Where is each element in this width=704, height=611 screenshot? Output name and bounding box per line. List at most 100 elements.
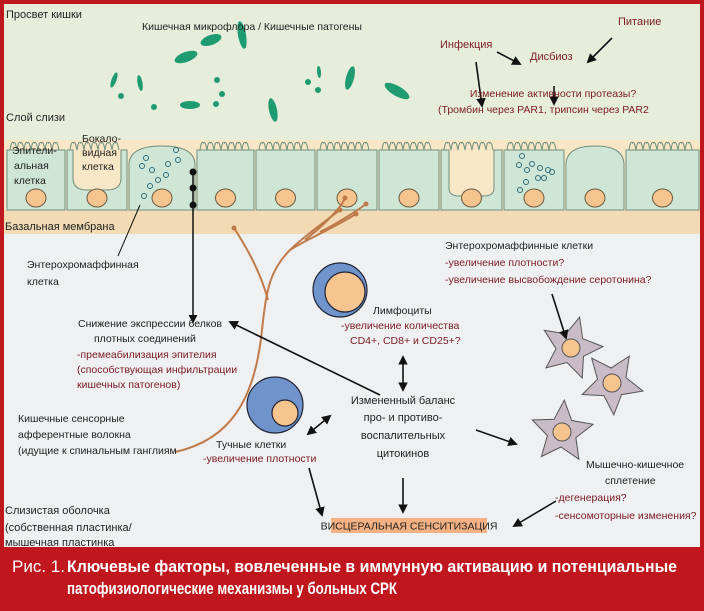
microvilli	[258, 141, 309, 151]
tight-junctions-effect: (способствующая инфильтрации	[77, 364, 237, 376]
afferent-nerve-fiber	[174, 197, 367, 453]
cytokines-label: Измененный баланс	[351, 395, 456, 407]
ec-cell-label: Энтерохромаффинная	[27, 259, 139, 271]
vesicle	[173, 147, 179, 153]
bacterium	[345, 66, 355, 90]
caption-line-2: патофизиологические механизмы у больных …	[67, 579, 397, 598]
vesicle	[165, 161, 171, 167]
nucleus	[275, 188, 296, 208]
nutrition-label: Питание	[618, 16, 661, 28]
lymphocytes-effect: -увеличение количества	[341, 320, 460, 332]
epithelial-cell	[255, 149, 316, 211]
mast-cell	[246, 376, 304, 434]
bacterium	[384, 82, 410, 100]
ec-cell-signal	[117, 168, 198, 324]
goblet-cell-label: видная	[82, 147, 117, 159]
bacterium	[316, 66, 322, 78]
afferent-label: Кишечные сенсорные	[18, 413, 125, 425]
vesicle	[541, 175, 547, 181]
cytokines-label: про- и противо-	[364, 412, 443, 424]
vesicle	[537, 165, 543, 171]
visceral-sensitization-label: ВИСЦЕРАЛЬНАЯ СЕНСИТИЗАЦИЯ	[321, 521, 498, 533]
goblet-cell-label: Бокало-	[82, 133, 121, 145]
lymphocytes-effect: CD4+, CD8+ и CD25+?	[350, 335, 461, 347]
protease-label: Изменение активности протеазы?	[470, 88, 637, 100]
vesicle	[143, 155, 149, 161]
protease-detail: (Тромбин через PAR1, трипсин через PAR2	[438, 104, 649, 116]
microvilli	[506, 141, 557, 151]
epithelial-cell-label: клетка	[14, 175, 46, 187]
dysbiosis-label: Дисбиоз	[530, 51, 573, 63]
lumen-label: Просвет кишки	[6, 9, 82, 21]
mucosa-label: мышечная пластинка	[5, 537, 115, 549]
epithelial-cell	[565, 145, 625, 211]
mucus-layer-label: Слой слизи	[6, 112, 65, 124]
microvilli	[381, 141, 432, 151]
microvilli	[443, 141, 494, 151]
nucleus	[86, 188, 108, 208]
plexus-label: сплетение	[605, 475, 656, 487]
vesicle	[523, 179, 529, 185]
nucleus	[523, 188, 545, 208]
bacterium	[174, 50, 198, 64]
arrows	[228, 37, 613, 527]
mast-cells-effect: -увеличение плотности	[203, 453, 316, 465]
epithelial-cell-label: Эпители-	[12, 145, 57, 157]
epithelial-cell	[196, 149, 255, 211]
plexus-label: Мышечно-кишечное	[586, 459, 684, 471]
bacterium	[214, 77, 220, 83]
vesicle	[163, 172, 169, 178]
nucleus	[561, 338, 581, 358]
microvilli	[9, 141, 60, 151]
nucleus	[602, 373, 622, 393]
vesicle	[516, 162, 522, 168]
nucleus	[552, 422, 572, 442]
ec-cells-effect: -увеличение высвобождение серотонина?	[445, 274, 652, 286]
infection-label: Инфекция	[440, 39, 492, 51]
nucleus	[25, 188, 47, 208]
tight-junctions-label: плотных соединений	[94, 333, 196, 345]
tight-junctions-effect: -премеабилизация эпителия	[77, 349, 217, 361]
nucleus	[215, 188, 236, 208]
microflora-label: Кишечная микрофлора / Кишечные патогены	[142, 21, 362, 33]
microvilli	[628, 141, 693, 151]
bacterium	[110, 72, 118, 88]
vesicle	[535, 175, 541, 181]
bacterium	[315, 87, 321, 93]
cytokines-label: воспалительных	[361, 430, 446, 442]
vesicle	[175, 157, 181, 163]
microvilli	[199, 141, 250, 151]
bacterium	[268, 98, 278, 122]
plexus-effect: -дегенерация?	[555, 492, 627, 504]
plexus-effect: -сенсомоторные изменения?	[555, 510, 697, 522]
mucosa-label: (собственная пластинка/	[5, 522, 133, 534]
bacterium	[237, 21, 247, 49]
vesicle	[519, 153, 525, 159]
vesicle	[155, 177, 161, 183]
lymphocyte-cell	[312, 262, 368, 318]
bacterium	[118, 93, 124, 99]
bacteria	[110, 21, 410, 122]
vesicle	[549, 169, 555, 175]
microvilli	[69, 141, 120, 151]
visceral-sensitization-box	[331, 518, 487, 533]
tight-junctions-label: Снижение экспрессии белков	[78, 318, 222, 330]
nucleus	[151, 188, 173, 208]
ec-cell-label: клетка	[27, 276, 59, 288]
nerve-endings	[231, 195, 369, 231]
vesicle	[517, 187, 523, 193]
microvilli	[319, 141, 370, 151]
afferent-label: афферентные волокна	[18, 429, 131, 441]
afferent-label: (идущие к спинальным ганглиям	[18, 445, 177, 457]
epithelial-cell	[66, 149, 128, 211]
mast-cells-label: Тучные клетки	[216, 439, 286, 451]
goblet-cell-label: клетка	[82, 161, 114, 173]
epithelial-cell	[378, 149, 440, 211]
cytokines-label: цитокинов	[377, 448, 430, 460]
mucosa-label: Слизистая оболочка	[5, 505, 111, 517]
bacterium	[137, 75, 143, 91]
bacterium	[180, 101, 200, 109]
bacterium	[219, 91, 225, 97]
vesicle	[524, 167, 530, 173]
